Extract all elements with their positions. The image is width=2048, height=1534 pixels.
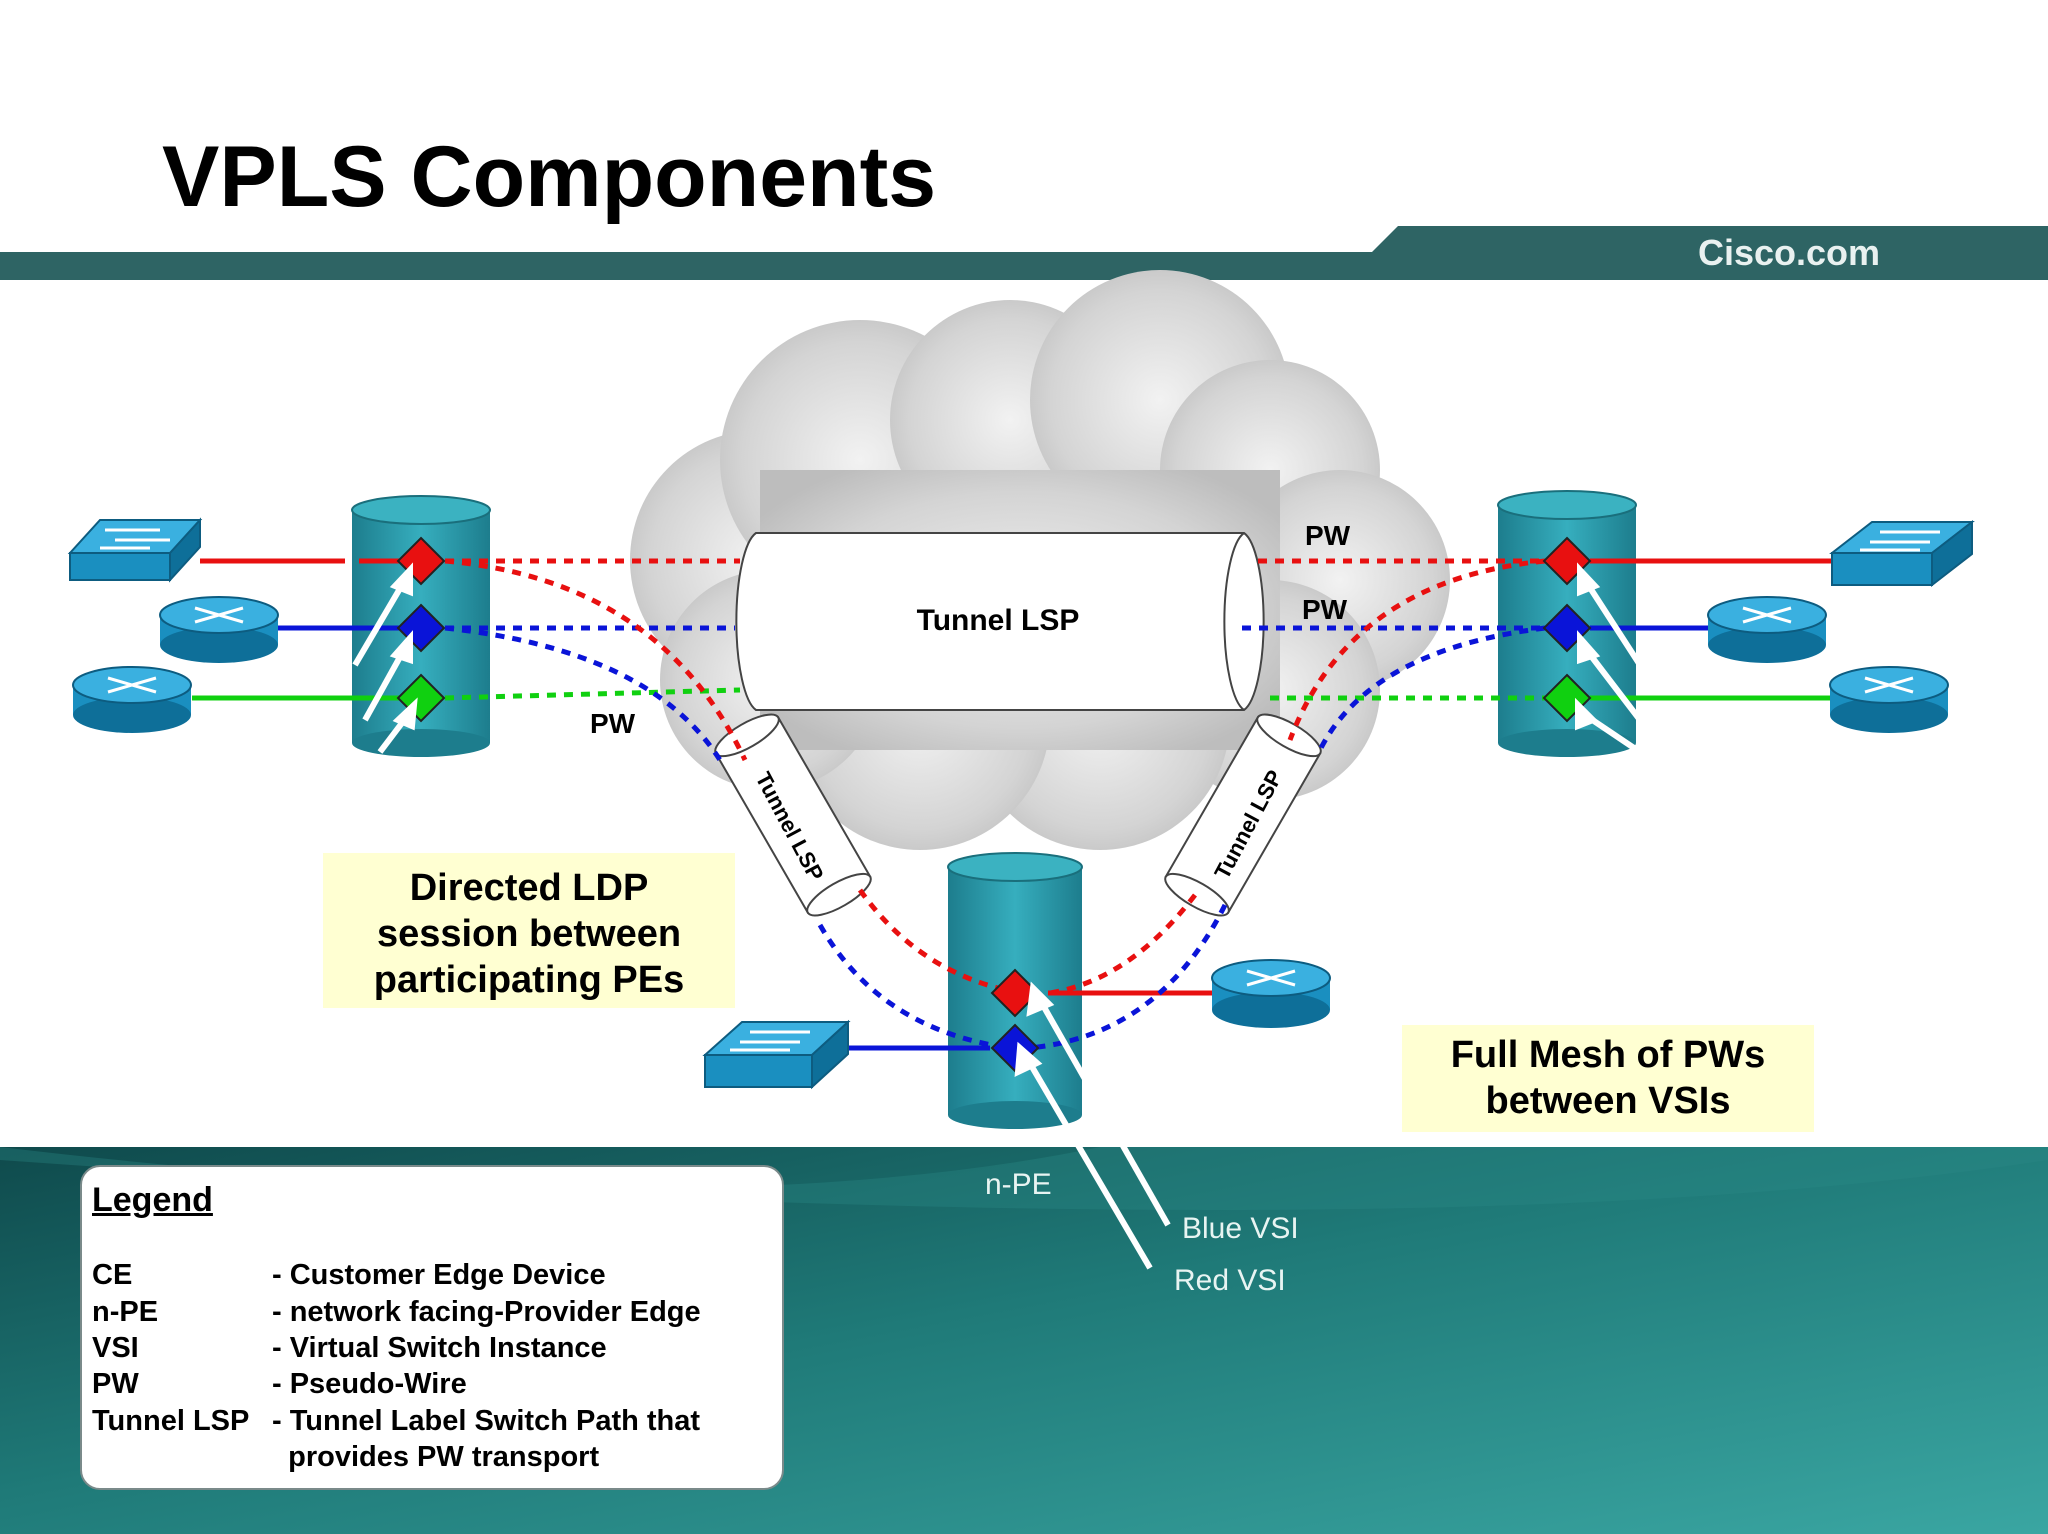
ce-router-bottom	[1211, 959, 1331, 1028]
ce-router-right-1	[1707, 596, 1827, 663]
red-vsi-label: Red VSI	[1174, 1264, 1286, 1297]
legend-term: n-PE	[92, 1296, 159, 1328]
legend-def: - Virtual Switch Instance	[272, 1332, 607, 1364]
ce-switch-left	[67, 517, 203, 583]
callout-full-mesh: Full Mesh of PWs between VSIs	[1402, 1025, 1814, 1132]
blue-vsi-label: Blue VSI	[1182, 1212, 1299, 1245]
legend-def: - Tunnel Label Switch Path that	[272, 1405, 701, 1437]
ce-router-right-2	[1829, 666, 1949, 733]
legend-def: - network facing-Provider Edge	[272, 1296, 701, 1328]
ce-switch-right	[1829, 519, 1975, 588]
callout-ldp-line-1: Directed LDP	[409, 867, 649, 909]
legend-def: provides PW transport	[272, 1441, 600, 1473]
vsi-arrows	[352, 562, 1643, 1270]
legend-def: - Customer Edge Device	[272, 1259, 606, 1291]
callout-ldp-line-3: participating PEs	[373, 959, 685, 1001]
legend-term: PW	[92, 1368, 139, 1400]
tunnel-lsp-main	[735, 532, 1265, 711]
page-title: VPLS Components	[162, 129, 937, 225]
legend-term: CE	[92, 1259, 133, 1291]
ce-switch-bottom	[702, 1019, 851, 1090]
legend-term: Tunnel LSP	[92, 1405, 250, 1437]
pw-label-middle: PW	[1302, 594, 1348, 625]
legend-def: - Pseudo-Wire	[272, 1368, 467, 1400]
tunnel-lsp-right	[1164, 713, 1322, 917]
callout-directed-ldp: Directed LDP session between participati…	[323, 853, 735, 1008]
ce-router-left-1	[159, 596, 279, 663]
legend-title: Legend	[92, 1181, 213, 1219]
npe-label: n-PE	[985, 1168, 1052, 1201]
pw-label-left: PW	[590, 708, 636, 739]
pw-label-top: PW	[1305, 520, 1351, 551]
legend-box: Legend CE - Customer Edge Device n-PE - …	[80, 1165, 784, 1490]
callout-mesh-line-1: Full Mesh of PWs	[1450, 1034, 1766, 1076]
brand-logo-text: Cisco.com	[1698, 232, 1881, 273]
tunnel-lsp-left	[714, 713, 872, 917]
callout-mesh-line-2: between VSIs	[1485, 1080, 1731, 1122]
callout-ldp-line-2: session between	[376, 913, 682, 955]
ce-router-left-2	[72, 666, 192, 733]
legend-term: VSI	[92, 1332, 139, 1364]
header-bar	[0, 226, 2048, 280]
pseudowires	[444, 558, 1546, 1051]
tunnel-main-label: Tunnel LSP	[917, 604, 1080, 637]
